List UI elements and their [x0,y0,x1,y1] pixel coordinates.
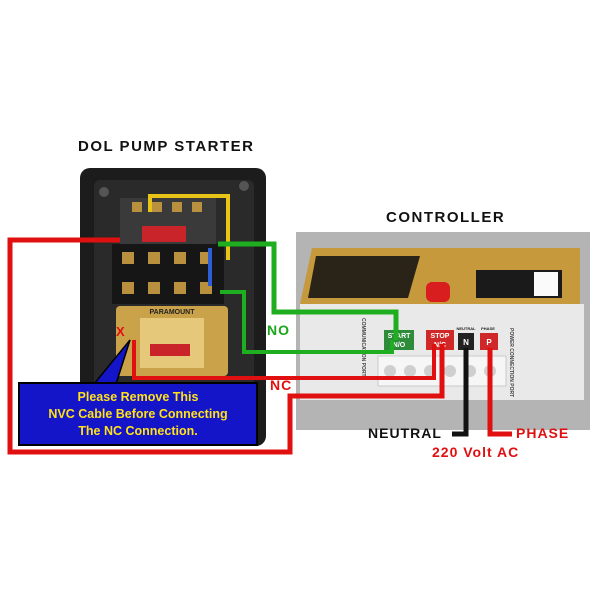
terminal-screw [148,252,160,264]
note-line-2: NVC Cable Before Connecting [48,406,228,421]
terminal-hole [444,365,456,377]
terminal-screw [174,282,186,294]
nc-wire-inner [132,340,436,380]
note-line-3: The NC Connection. [78,423,198,438]
terminal-screw [174,252,186,264]
phase-label: PHASE [516,425,570,441]
phase-terminal-label: P [486,338,492,347]
supply-voltage-label: 220 Volt AC [432,444,520,460]
red-button [426,282,450,302]
relay-center-panel [140,318,204,368]
side-port-label: COMMUNICATION PORT [360,318,366,377]
lid-qr-code [534,272,558,296]
warning-note: Please Remove This NVC Cable Before Conn… [18,382,258,446]
terminal-hole [384,365,396,377]
note-line-1: Please Remove This [77,389,199,404]
terminal-hole [404,365,416,377]
controller-heading: CONTROLLER [386,209,506,226]
phase-wire [487,348,512,437]
nvc-x-marker: X [116,324,125,339]
contactor-red-label [142,226,186,242]
stop-terminal-label: STOP [431,333,450,340]
neutral-label: NEUTRAL [368,425,442,441]
nc-label: NC [270,377,293,393]
neutral-wire [452,348,469,437]
terminal-screw [132,202,142,212]
start-terminal-sub: N/O [393,342,406,349]
terminal-screw [172,202,182,212]
phase-terminal-small: PHASE [481,326,495,331]
no-wire-upper [218,241,399,340]
nc-wire-outer [7,237,445,455]
yellow-bus-wire [148,194,230,260]
controller-unit: COMMUNICATION PORT START N/O STOP N/C NE… [296,232,590,430]
start-terminal-label: START [388,333,412,340]
power-port-label: POWER CONNECTION PORT [508,328,514,397]
neutral-terminal-label: N [463,338,469,347]
dol-starter: PARAMOUNT X [80,168,266,446]
terminal-screw [122,282,134,294]
terminal-screw [152,202,162,212]
relay-brand-text: PARAMOUNT [150,309,196,316]
screw-icon [99,187,109,197]
terminal-screw [148,282,160,294]
relay-red-tag [150,344,190,356]
neutral-terminal-plate [458,333,474,350]
no-label: NO [267,322,290,338]
terminal-screw [192,202,202,212]
no-wire-lower [220,290,394,354]
screw-icon [239,181,249,191]
starter-heading: DOL PUMP STARTER [78,138,255,155]
controller-lid-dark [308,256,420,298]
neutral-terminal-small: NEUTRAL [456,326,476,331]
phase-terminal-plate [480,333,498,350]
terminal-screw [122,252,134,264]
